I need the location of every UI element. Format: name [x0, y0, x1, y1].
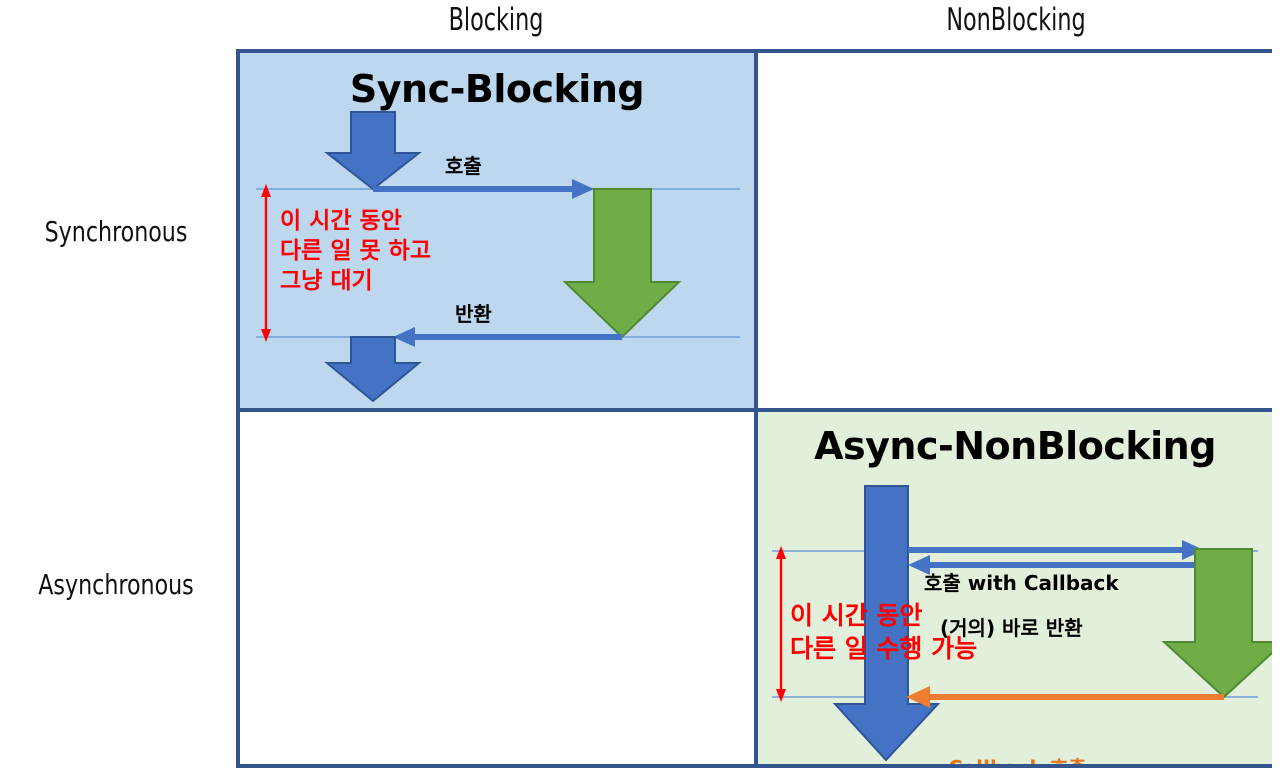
- call-arrow-right-icon: [908, 540, 1204, 560]
- callee-arrow-down-icon: [562, 188, 682, 339]
- column-header-blocking: Blocking: [448, 2, 544, 38]
- duration-marker-icon: [261, 184, 271, 342]
- duration-marker-icon: [776, 546, 786, 702]
- cell-sync-blocking: Sync-Blocking: [240, 53, 754, 408]
- comparison-matrix: Sync-Blocking: [236, 49, 1272, 768]
- caller-arrow-down-icon: [324, 111, 422, 191]
- column-header-nonblocking: NonBlocking: [946, 2, 1086, 38]
- sync-blocking-drawing: [256, 111, 740, 403]
- label-call-sync: 호출: [445, 154, 482, 178]
- annotation-sync-blocking: 이 시간 동안 다른 일 못 하고 그냥 대기: [280, 208, 431, 294]
- cell-async-nonblocking: Async-NonBlocking: [758, 412, 1272, 764]
- callee-arrow-down-icon: [1161, 548, 1272, 699]
- label-return-async: (거의) 바로 반환: [940, 616, 1083, 640]
- label-return-sync: 반환: [455, 302, 492, 326]
- call-arrow-right-icon: [373, 179, 594, 199]
- cell-title-sync-blocking: Sync-Blocking: [349, 67, 645, 111]
- label-callback-async: Callback 호출: [948, 752, 1087, 764]
- cell-title-async-nonblocking: Async-NonBlocking: [814, 424, 1216, 468]
- return-arrow-left-icon: [908, 555, 1210, 575]
- cell-async-blocking: [240, 412, 754, 764]
- caller-arrow-down-icon: [832, 485, 941, 762]
- row-header-asynchronous: Asynchronous: [38, 568, 194, 601]
- grid-divider-horizontal: [240, 408, 1272, 412]
- async-nonblocking-drawing: [772, 485, 1272, 762]
- callback-arrow-left-icon: [906, 686, 1224, 708]
- cell-sync-nonblocking: [758, 53, 1272, 408]
- label-call-async: 호출 with Callback: [924, 571, 1119, 595]
- caller-resume-arrow-down-icon: [324, 336, 422, 403]
- annotation-async-nonblocking: 이 시간 동안 다른 일 수행 가능: [790, 601, 978, 663]
- return-arrow-left-icon: [393, 327, 622, 347]
- row-header-synchronous: Synchronous: [44, 215, 188, 248]
